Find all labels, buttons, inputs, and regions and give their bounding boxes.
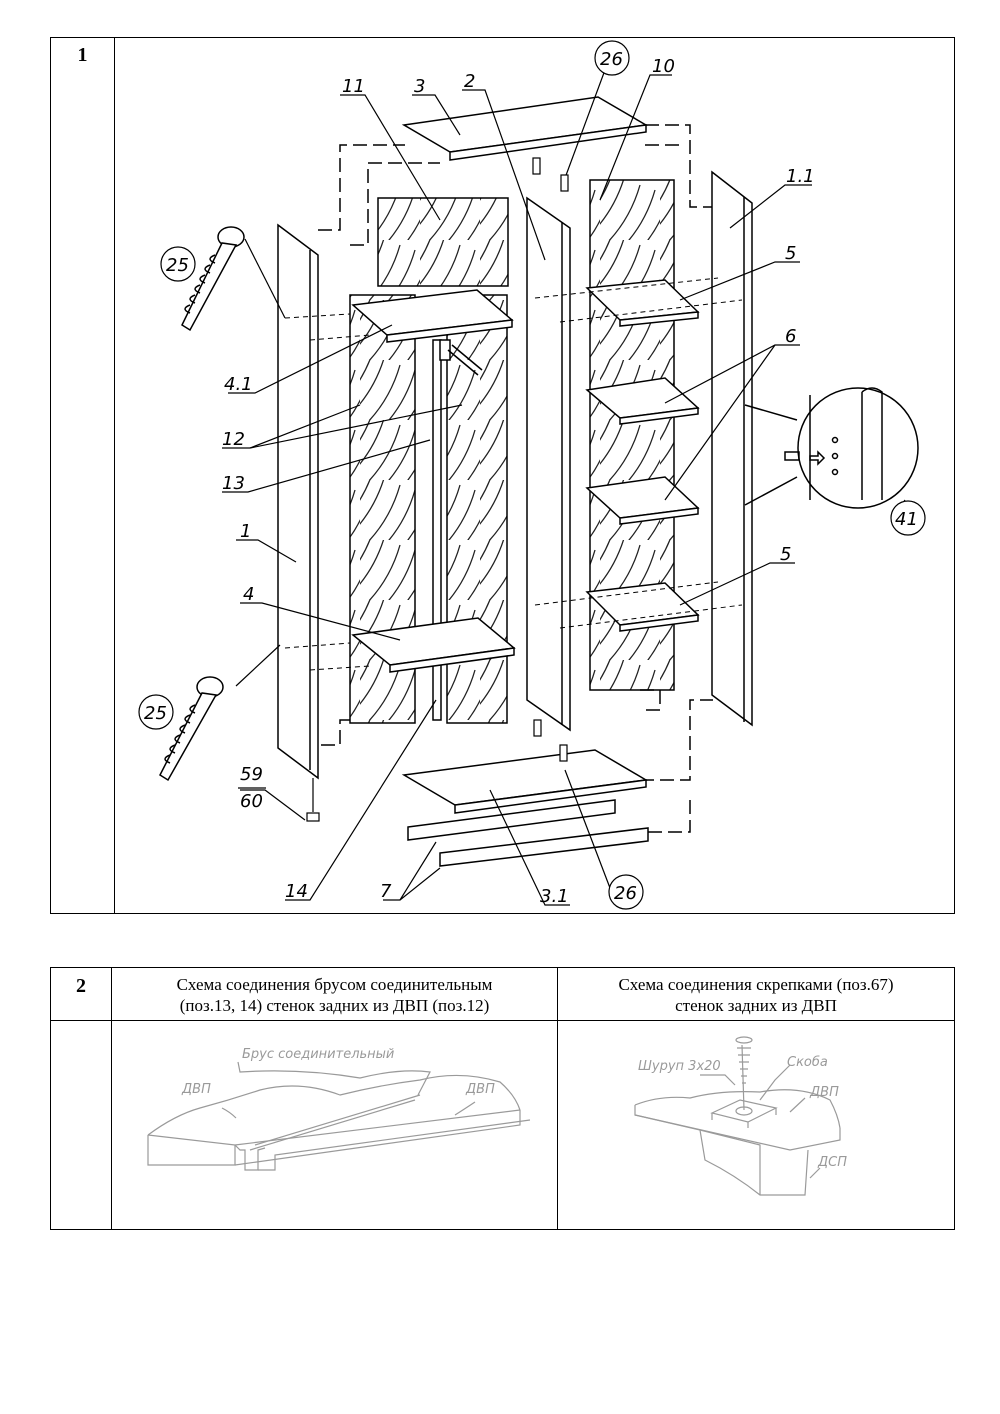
label-dsp: ДСП — [817, 1155, 847, 1170]
leg-59-60 — [306, 812, 320, 822]
panel-2-number: 2 — [76, 975, 86, 997]
label-12: 12 — [222, 429, 245, 450]
label-59: 59 — [240, 764, 263, 785]
dowels-26 — [532, 157, 569, 762]
hole-connector-lines — [284, 277, 743, 671]
staple-connection-scheme — [634, 1036, 841, 1196]
right-header-line-2: стенок задних из ДВП — [675, 996, 837, 1015]
bar-connection-scheme — [147, 1061, 531, 1171]
label-6: 6 — [785, 326, 796, 347]
screw-25-bottom — [159, 676, 224, 782]
left-scheme-header: Схема соединения брусом соединительным (… — [112, 974, 557, 1016]
dashed-assembly-lines — [310, 124, 713, 833]
rail-bracket — [439, 339, 483, 376]
side-panel-1 — [277, 223, 319, 780]
label-4: 4 — [243, 584, 254, 605]
label-7: 7 — [380, 881, 392, 902]
label-10: 10 — [652, 56, 675, 77]
leader-lines — [222, 69, 906, 906]
panel-1-number-column — [50, 37, 115, 914]
label-1-1: 1.1 — [786, 166, 815, 187]
panel-1-number: 1 — [77, 44, 88, 66]
label-25-top: 25 — [166, 255, 189, 276]
partition-2 — [526, 196, 571, 732]
label-41: 41 — [895, 509, 918, 530]
panel-2-column-divider — [557, 967, 558, 1230]
label-5-top: 5 — [785, 243, 796, 264]
label-4-1: 4.1 — [224, 374, 253, 395]
label-dvp-right: ДВП — [465, 1082, 495, 1097]
label-60: 60 — [240, 791, 263, 812]
label-11: 11 — [342, 76, 365, 97]
top-panel-3 — [401, 96, 649, 161]
right-header-line-1: Схема соединения скрепками (поз.67) — [618, 975, 894, 994]
right-scheme-header: Схема соединения скрепками (поз.67) стен… — [557, 974, 955, 1016]
bottom-panel-3-1 — [401, 749, 649, 814]
label-13: 13 — [222, 473, 245, 494]
label-5-bottom: 5 — [780, 544, 791, 565]
shelves-right — [585, 279, 700, 632]
left-header-line-1: Схема соединения брусом соединительным — [176, 975, 493, 994]
label-14: 14 — [285, 881, 308, 902]
label-2: 2 — [464, 71, 475, 92]
detail-41-callout — [744, 387, 919, 509]
label-dvp: ДВП — [809, 1085, 839, 1100]
side-panel-1-1 — [711, 170, 753, 727]
label-bar: Брус соединительный — [242, 1047, 394, 1062]
callout-circles — [138, 40, 926, 910]
panel-2-header-row — [50, 967, 955, 1021]
screw-25-top — [181, 226, 245, 332]
label-staple: Скоба — [787, 1055, 828, 1070]
shelves-left — [351, 289, 516, 673]
label-26-bottom: 26 — [614, 883, 637, 904]
label-screw: Шуруп 3х20 — [638, 1059, 721, 1074]
label-dvp-left: ДВП — [181, 1082, 211, 1097]
label-3: 3 — [414, 76, 425, 97]
left-header-line-2: (поз.13, 14) стенок задних из ДВП (поз.1… — [179, 996, 490, 1015]
label-3-1: 3.1 — [540, 886, 569, 907]
label-25-bottom: 25 — [144, 703, 167, 724]
label-1: 1 — [240, 521, 251, 542]
label-26-top: 26 — [600, 49, 623, 70]
plinth-bars-7 — [407, 799, 649, 867]
